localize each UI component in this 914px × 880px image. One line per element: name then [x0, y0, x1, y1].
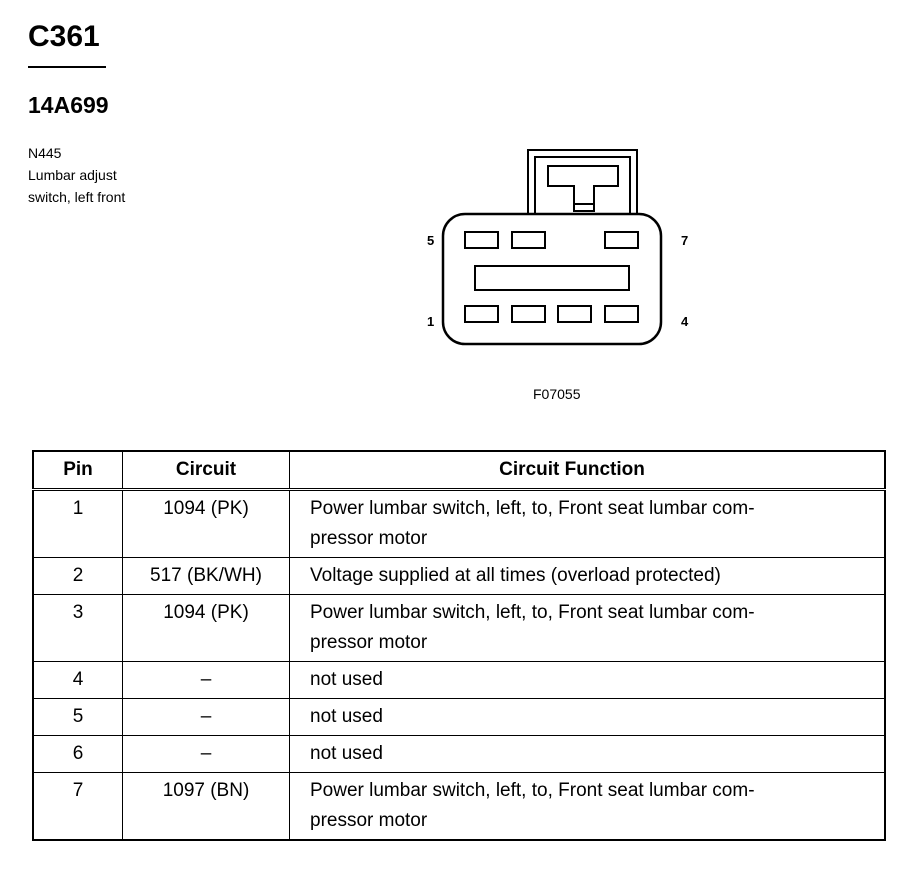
- function-line: Voltage supplied at all times (overload …: [310, 565, 721, 586]
- cavity-4: [604, 305, 639, 323]
- pin-label-4: 4: [681, 314, 689, 329]
- cell-function: Voltage supplied at all times (overload …: [289, 557, 886, 595]
- function-line: Power lumbar switch, left, to, Front sea…: [310, 498, 755, 519]
- title-underline: [28, 66, 106, 68]
- component-code: N445: [28, 145, 62, 161]
- center-slot: [474, 265, 630, 291]
- function-line: Power lumbar switch, left, to, Front sea…: [310, 602, 755, 623]
- function-line: not used: [310, 669, 383, 690]
- function-line: Power lumbar switch, left, to, Front sea…: [310, 780, 755, 801]
- cell-function: not used: [289, 698, 886, 736]
- cavity-row-top: [464, 231, 639, 249]
- figure-reference: F07055: [533, 386, 581, 402]
- pin-label-1: 1: [427, 314, 434, 329]
- connector-latch: [527, 149, 638, 217]
- cell-function: Power lumbar switch, left, to, Front sea…: [289, 594, 886, 662]
- cell-circuit: –: [122, 698, 290, 736]
- component-name-line1: Lumbar adjust: [28, 167, 117, 183]
- component-name-line2: switch, left front: [28, 189, 126, 205]
- cavity-2: [511, 305, 546, 323]
- table-row: 1 1094 (PK) Power lumbar switch, left, t…: [32, 489, 886, 558]
- table-row: 7 1097 (BN) Power lumbar switch, left, t…: [32, 772, 886, 841]
- table-row: 3 1094 (PK) Power lumbar switch, left, t…: [32, 594, 886, 662]
- pin-label-7: 7: [681, 233, 688, 248]
- table-row: 4 – not used: [32, 661, 886, 699]
- function-line: pressor motor: [310, 810, 428, 831]
- header-circuit: Circuit: [122, 450, 290, 491]
- table-row: 5 – not used: [32, 698, 886, 736]
- cavity-1: [464, 305, 499, 323]
- cell-pin: 2: [32, 557, 123, 595]
- cell-pin: 1: [32, 489, 123, 558]
- part-number: 14A699: [28, 92, 109, 118]
- cavity-row-bottom: [464, 305, 639, 323]
- pinout-table: Pin Circuit Circuit Function 1 1094 (PK)…: [32, 450, 886, 841]
- cell-pin: 4: [32, 661, 123, 699]
- cell-function: not used: [289, 735, 886, 773]
- table-row: 6 – not used: [32, 735, 886, 773]
- table-row: 2 517 (BK/WH) Voltage supplied at all ti…: [32, 557, 886, 595]
- cell-function: Power lumbar switch, left, to, Front sea…: [289, 489, 886, 558]
- cell-circuit: 1094 (PK): [122, 594, 290, 662]
- cavity-3: [557, 305, 592, 323]
- cell-pin: 3: [32, 594, 123, 662]
- connector-id: C361: [28, 20, 100, 53]
- cavity-7: [604, 231, 639, 249]
- table-header-row: Pin Circuit Circuit Function: [32, 450, 886, 491]
- cell-pin: 5: [32, 698, 123, 736]
- cavity-5: [464, 231, 499, 249]
- function-line: pressor motor: [310, 528, 428, 549]
- function-line: pressor motor: [310, 632, 428, 653]
- pin-label-5: 5: [427, 233, 434, 248]
- cell-circuit: –: [122, 661, 290, 699]
- cell-circuit: –: [122, 735, 290, 773]
- cell-circuit: 1097 (BN): [122, 772, 290, 841]
- function-line: not used: [310, 743, 383, 764]
- cell-circuit: 1094 (PK): [122, 489, 290, 558]
- cavity-6: [511, 231, 546, 249]
- cell-pin: 7: [32, 772, 123, 841]
- connector-face-diagram: 5 7 1 4 F07055: [427, 149, 689, 402]
- header-pin: Pin: [32, 450, 123, 491]
- header-circuit-function: Circuit Function: [289, 450, 886, 491]
- function-line: not used: [310, 706, 383, 727]
- component-info: N445 Lumbar adjust switch, left front: [28, 142, 125, 208]
- cell-circuit: 517 (BK/WH): [122, 557, 290, 595]
- cell-pin: 6: [32, 735, 123, 773]
- cell-function: not used: [289, 661, 886, 699]
- cell-function: Power lumbar switch, left, to, Front sea…: [289, 772, 886, 841]
